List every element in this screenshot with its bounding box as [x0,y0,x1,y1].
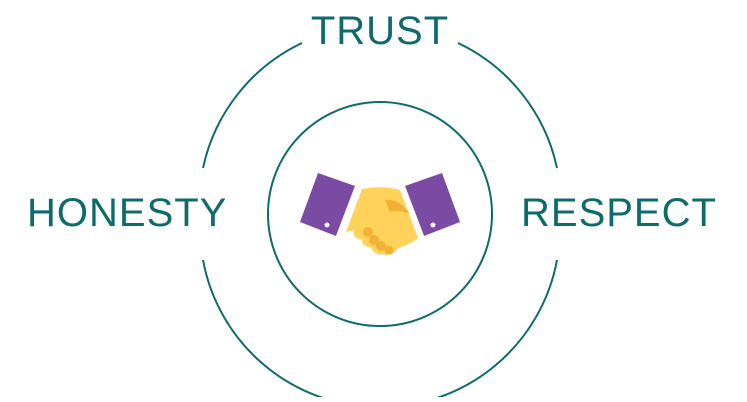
outer-ring-arc-upper-left [202,42,303,169]
outer-ring-arc-bottom [202,259,558,402]
inner-ring [267,101,493,327]
label-honesty: HONESTY [27,191,228,235]
handshake-icon [300,173,460,255]
outer-ring-arc-upper-right [457,42,558,169]
label-trust: TRUST [310,9,450,53]
label-respect: RESPECT [521,191,717,235]
outer-ring [202,42,558,402]
